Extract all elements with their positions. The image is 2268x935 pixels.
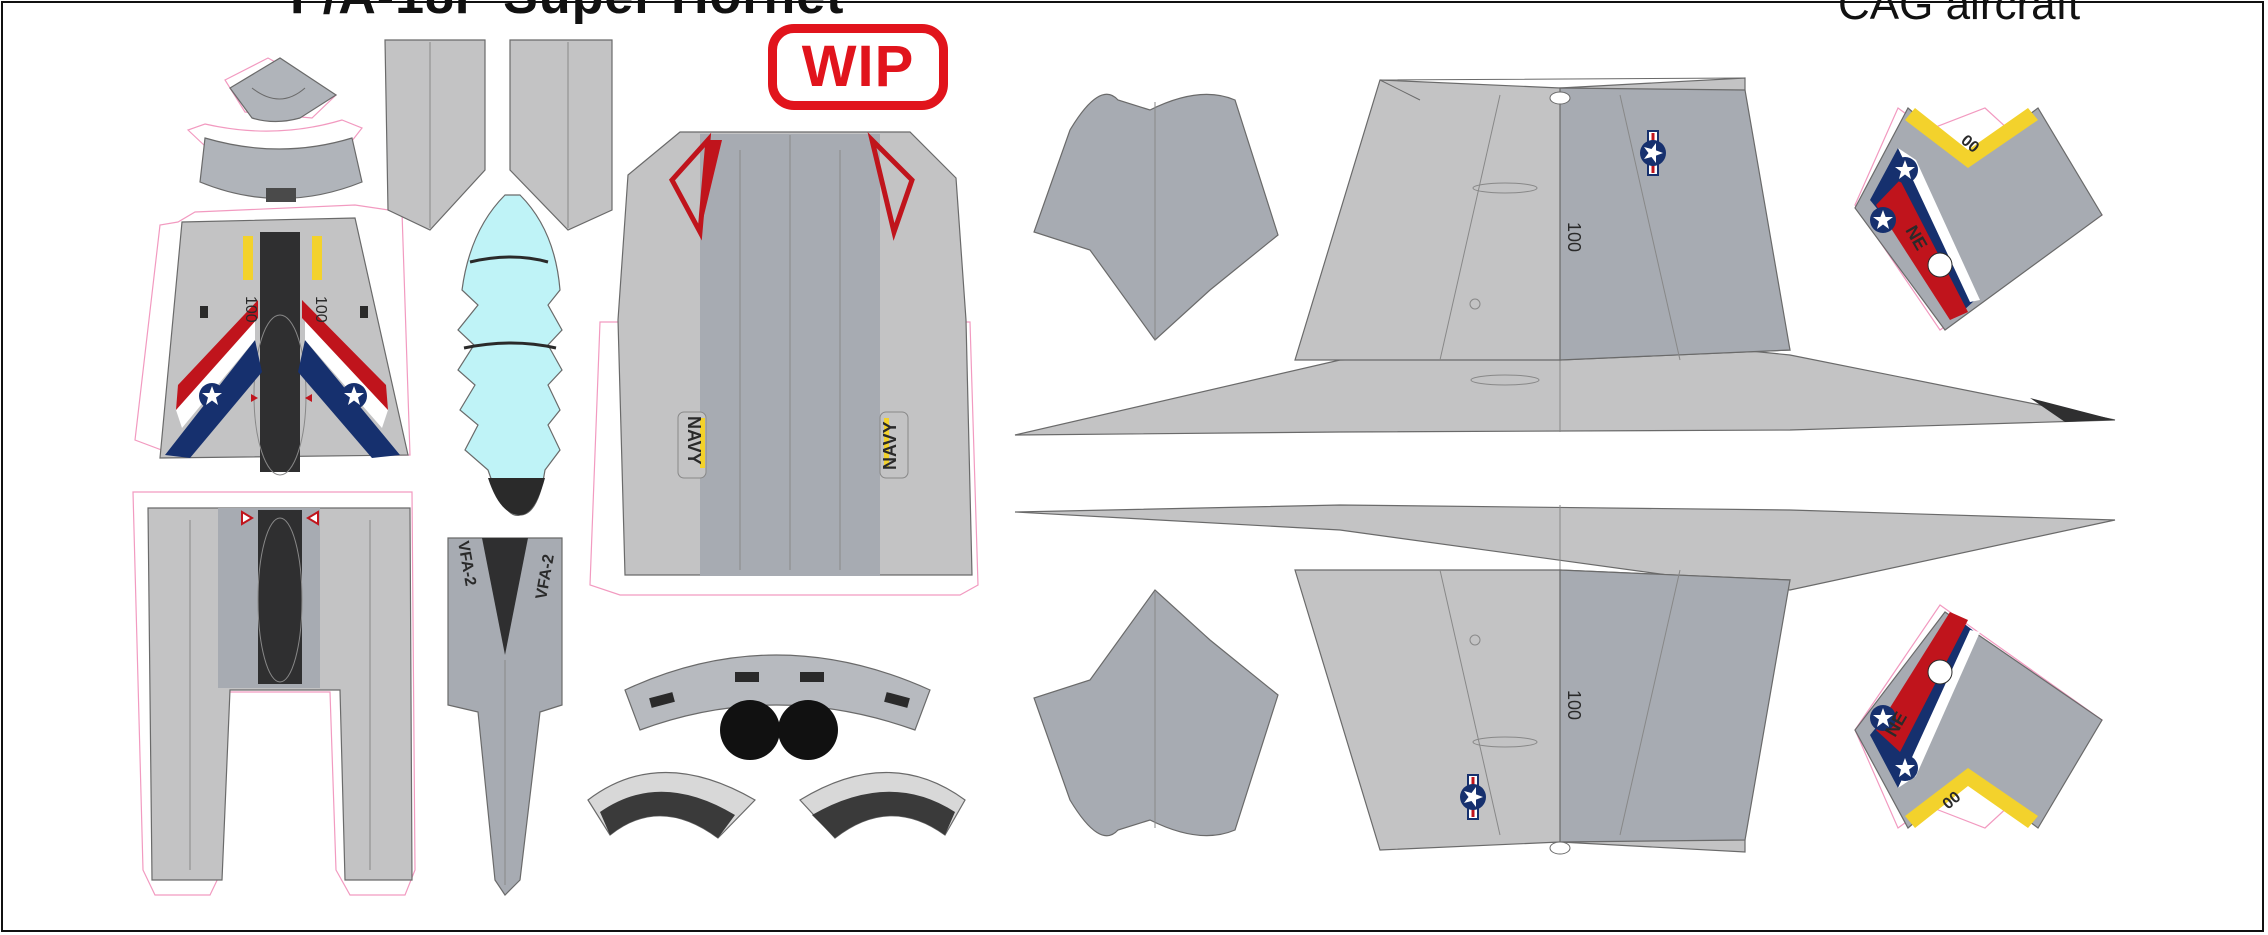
tail-fin-top-part: 00 NE bbox=[1854, 107, 2103, 331]
upper-wing-modex: 100 bbox=[1564, 222, 1584, 252]
spine-part: VFA-2 VFA-2 bbox=[447, 537, 563, 896]
exhaust-shroud-part bbox=[624, 654, 931, 760]
nose-modex-left: 100 bbox=[242, 296, 259, 323]
nose-cone-part bbox=[224, 57, 338, 123]
nozzle-parts bbox=[587, 771, 966, 839]
upper-wing-part: 100 bbox=[1294, 77, 1791, 386]
upper-side-fuselage-part bbox=[1014, 349, 2116, 436]
lower-side-fuselage-part bbox=[1014, 504, 2116, 591]
lerx-panels bbox=[384, 39, 613, 231]
sheet-title: F/A-18F Super Hornet bbox=[290, 0, 845, 26]
stabilator-bottom-part bbox=[1033, 589, 1279, 837]
canopy-part bbox=[457, 194, 563, 517]
navy-marking-right: NAVY bbox=[880, 421, 900, 470]
center-fuselage-part: NAVY NAVY bbox=[589, 131, 979, 596]
navy-marking-left: NAVY bbox=[684, 416, 704, 465]
stabilator-top-part bbox=[1033, 93, 1279, 341]
lower-wing-part: 100 bbox=[1294, 569, 1791, 855]
nose-modex-right: 100 bbox=[312, 296, 329, 323]
lower-wing-modex: 100 bbox=[1564, 690, 1584, 720]
forward-fuselage-lower-part bbox=[132, 491, 416, 896]
sheet-subtitle: CAG aircraft bbox=[1838, 0, 2081, 29]
forward-fuselage-part: 100 100 bbox=[134, 204, 411, 476]
nose-band-part bbox=[186, 119, 363, 202]
tail-fin-bottom-part: 00 NE bbox=[1854, 604, 2103, 829]
wip-badge: WIP bbox=[768, 24, 948, 110]
